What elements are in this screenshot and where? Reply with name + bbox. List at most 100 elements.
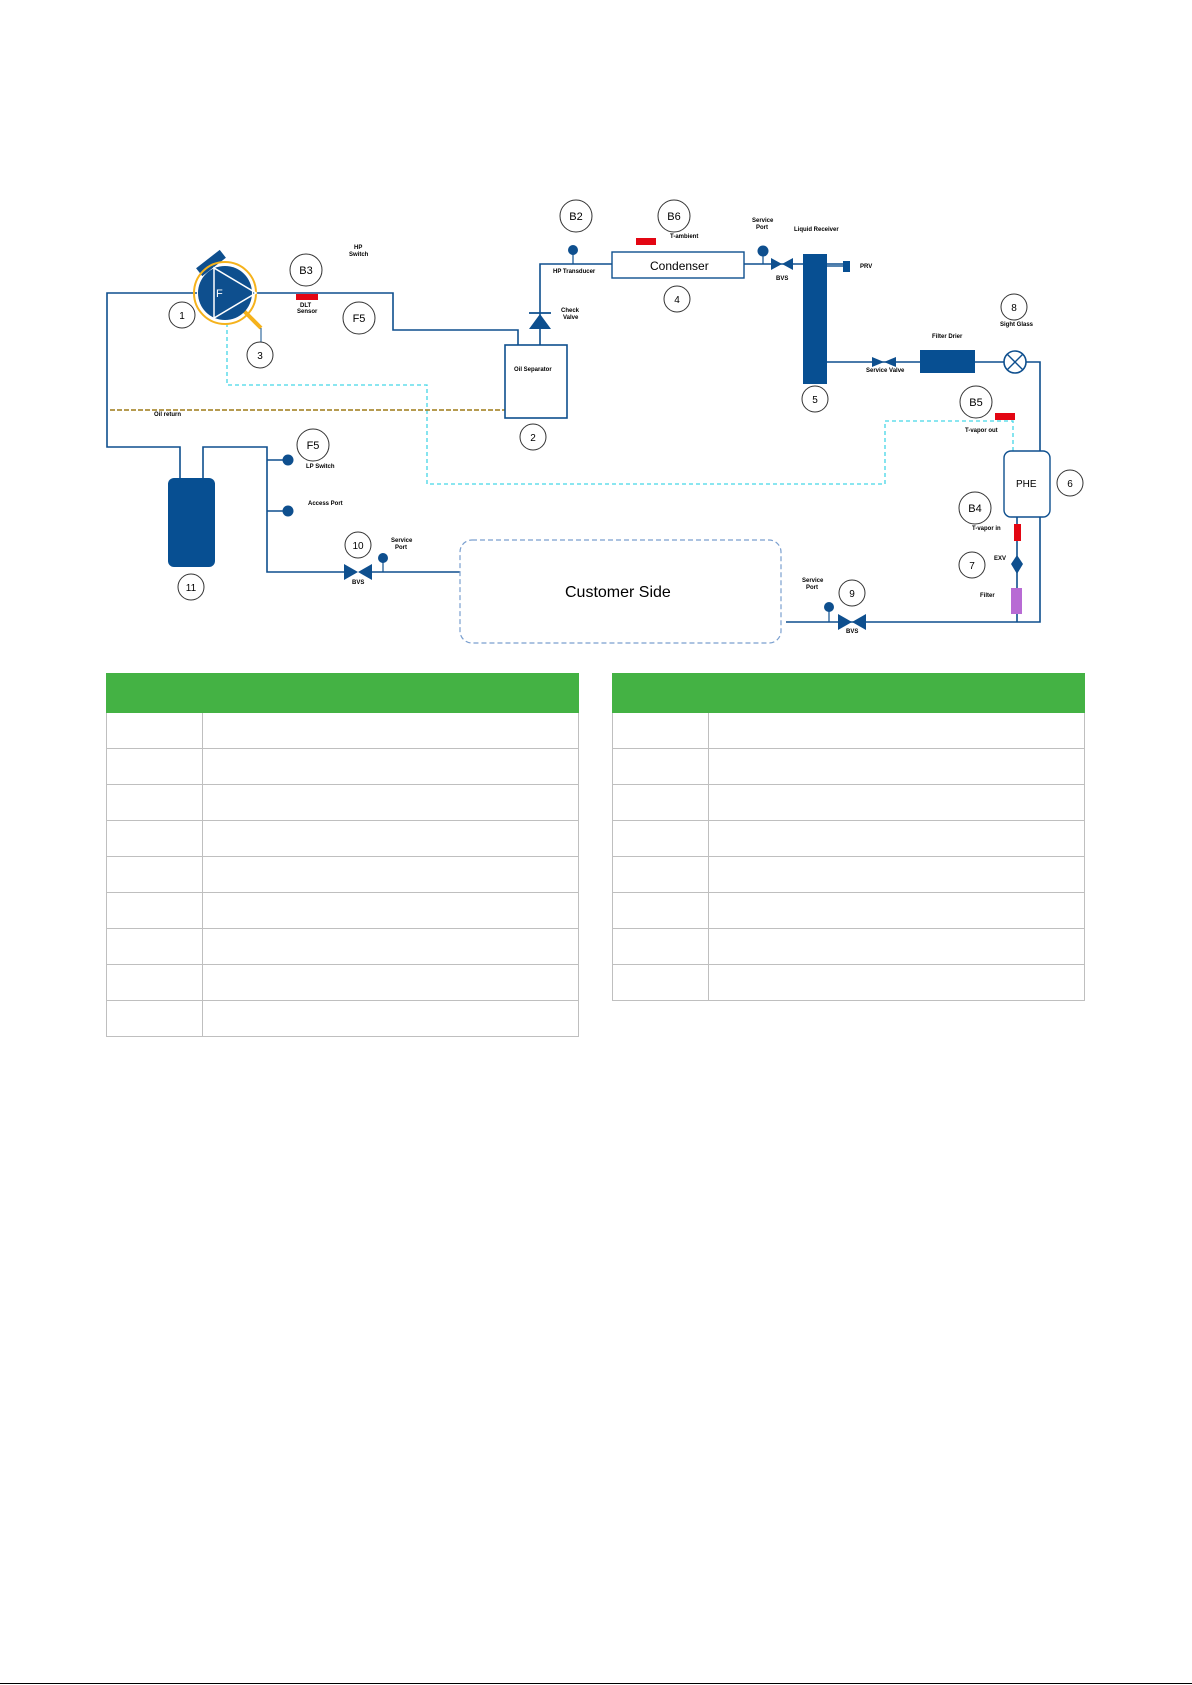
callout-texts: 1 3 B3 F5 B2 B6 4 2 5 8 B5 6 B4 7 9 10 F… [179, 211, 1073, 600]
table-cell [202, 928, 579, 965]
table-row [106, 784, 579, 821]
compressor-handle [242, 309, 263, 330]
compressor-triangle-icon [213, 266, 258, 320]
service-port-top-label: Service [752, 218, 774, 224]
t-ambient-sensor-marker [636, 238, 656, 245]
table-cell [106, 784, 203, 821]
service-port-right-label-2: Port [806, 585, 818, 591]
table-cell [106, 820, 203, 857]
liquid-receiver-label: Liquid Receiver [794, 227, 839, 233]
table-row [106, 928, 579, 965]
hp-switch-label: HP [354, 245, 362, 251]
table-cell [202, 892, 579, 929]
table-cell [708, 820, 1085, 857]
callout-2 [519, 423, 547, 451]
exv-icon [1011, 555, 1023, 564]
dlt-sensor-marker [296, 294, 318, 300]
compressor: F [193, 249, 263, 330]
lp-switch-icon [282, 454, 294, 466]
access-port-label: Access Port [308, 501, 343, 507]
table-cell [612, 928, 709, 965]
refrigeration-circuit-diagram: Oil return F DLT Sensor HP Switch Check … [106, 199, 1084, 644]
service-valve-icon-b [884, 357, 896, 367]
service-port-right-icon [824, 602, 834, 612]
bvs-left-label: BVS [352, 580, 364, 586]
service-port-top-icon [757, 245, 769, 257]
table-cell [612, 748, 709, 785]
table-cell [202, 748, 579, 785]
table-header-cell [612, 673, 709, 713]
condenser-label: Condenser [650, 259, 709, 273]
callout-10-text: 10 [352, 541, 364, 552]
table-row [612, 712, 1085, 749]
table-cell [202, 712, 579, 749]
table-cell [202, 784, 579, 821]
table-row [612, 964, 1085, 1001]
table-row [106, 964, 579, 1001]
table-cell [106, 928, 203, 965]
service-port-left-label: Service [391, 538, 413, 544]
t-vapor-out-label: T-vapor out [965, 428, 998, 434]
callout-11 [177, 573, 205, 601]
callout-10 [344, 531, 372, 559]
bvs-right-label: BVS [846, 629, 858, 635]
table-row [106, 712, 579, 749]
service-port-top-label-2: Port [756, 225, 768, 231]
callout-b5 [959, 385, 993, 419]
callout-b3 [289, 253, 323, 287]
component-table-left [106, 673, 579, 1037]
table-cell [106, 712, 203, 749]
callout-5-text: 5 [812, 395, 818, 406]
oil-separator-label: Oil Separator [514, 367, 552, 373]
check-valve-label: Check [561, 308, 580, 314]
callout-b4 [958, 491, 992, 525]
table-cell [708, 928, 1085, 965]
table-cell [202, 820, 579, 857]
service-port-left-label-2: Port [395, 545, 407, 551]
table-cell [612, 964, 709, 1001]
t-vapor-in-sensor-marker [1014, 524, 1021, 541]
callout-8-text: 8 [1011, 303, 1017, 314]
check-valve-icon [529, 314, 551, 329]
compressor-letter: F [216, 288, 223, 300]
callout-6 [1056, 469, 1084, 497]
prv-icon [843, 261, 850, 272]
accumulator [168, 478, 215, 567]
table-row [106, 820, 579, 857]
bvs-top-valve-icon [771, 258, 782, 270]
table-cell [708, 748, 1085, 785]
table-row [612, 820, 1085, 857]
table-cell [708, 892, 1085, 929]
callout-7 [958, 551, 986, 579]
filter-icon [1011, 588, 1022, 614]
callout-b6 [657, 199, 691, 233]
service-valve-label: Service Valve [866, 368, 905, 374]
callout-b2-text: B2 [569, 211, 582, 223]
bvs-right-valve-icon [838, 614, 852, 630]
table-cell [612, 784, 709, 821]
table-row [106, 856, 579, 893]
table-cell [202, 1000, 579, 1037]
exv-label: EXV [994, 556, 1006, 562]
callout-1-text: 1 [179, 311, 185, 322]
dlt-sensor-label-2: Sensor [297, 309, 318, 315]
service-port-right-label: Service [802, 578, 824, 584]
table-header-row [106, 673, 579, 713]
bvs-top-label: BVS [776, 276, 788, 282]
table-row [106, 748, 579, 785]
table-cell [106, 856, 203, 893]
table-row [612, 784, 1085, 821]
table-row [612, 928, 1085, 965]
table-row [106, 1000, 579, 1037]
table-cell [612, 712, 709, 749]
table-header-cell [106, 673, 203, 713]
callout-f5-lp-text: F5 [307, 440, 320, 452]
table-cell [612, 892, 709, 929]
table-cell [612, 820, 709, 857]
access-port-icon [282, 505, 294, 517]
table-header-cell [202, 673, 579, 713]
callout-b6-text: B6 [667, 211, 680, 223]
table-cell [202, 964, 579, 1001]
component-table-right [612, 673, 1085, 1001]
table-cell [708, 964, 1085, 1001]
